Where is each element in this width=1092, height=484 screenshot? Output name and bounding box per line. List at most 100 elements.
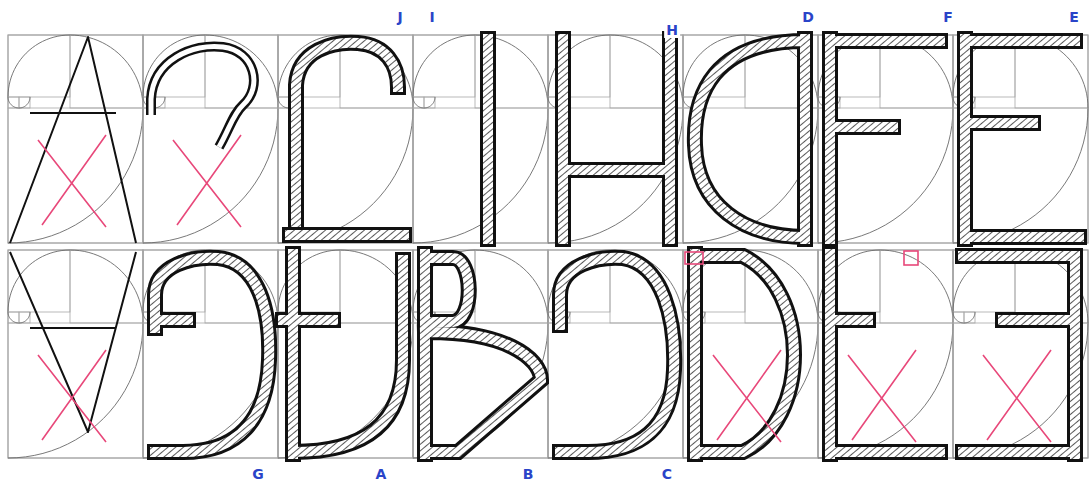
golden-square: [19, 312, 30, 323]
golden-square: [413, 97, 424, 108]
letter-label: E: [1067, 9, 1081, 25]
letter-outline: [480, 39, 496, 239]
letter-outline: [283, 254, 403, 454]
panel-frame: [278, 250, 413, 458]
panel-frame: [413, 250, 548, 458]
panel-frame: [683, 35, 818, 243]
panel-frame: [143, 250, 278, 458]
letter-label: A: [374, 466, 389, 482]
spiral-arc: [8, 35, 70, 97]
letter-hatching: [695, 254, 794, 454]
rejection-marks: [38, 135, 1051, 442]
golden-square: [953, 312, 964, 323]
letter-hatching: [563, 39, 670, 239]
golden-square: [475, 250, 548, 323]
spiral-arc: [413, 35, 475, 97]
letter-hatching: [483, 39, 493, 239]
spiral-arc: [8, 323, 143, 458]
panel-frame: [8, 35, 143, 243]
letter-outline: [965, 39, 1079, 239]
golden-square: [548, 323, 683, 458]
spiral-arc: [880, 250, 953, 323]
letter-hatching: [963, 256, 1075, 454]
red-cross: [848, 350, 916, 442]
letter-outline: [563, 39, 670, 239]
red-cross: [173, 135, 241, 227]
spiral-arc: [8, 312, 19, 323]
spiral-arc: [424, 97, 435, 108]
letter-label: F: [941, 9, 955, 25]
panel-frame: [143, 35, 278, 243]
spiral-arc: [8, 108, 143, 243]
letter-hatching: [830, 254, 940, 454]
panel-frame: [953, 35, 1088, 243]
red-box: [904, 251, 918, 265]
golden-square: [880, 250, 953, 323]
letter-outline: [560, 258, 674, 452]
spiral-arc: [19, 312, 30, 323]
letter-outline: [695, 254, 794, 454]
letter-hatching: [560, 258, 674, 452]
golden-square: [8, 97, 19, 108]
letter-outline: [290, 227, 404, 243]
spiral-arc: [964, 312, 975, 323]
letter-label: J: [395, 9, 404, 25]
golden-square: [964, 312, 975, 323]
spiral-arc: [548, 323, 683, 458]
golden-square: [278, 97, 289, 108]
panel-frame: [8, 250, 143, 458]
golden-square: [143, 108, 278, 243]
spiral-arc: [413, 97, 424, 108]
spiral-arc: [70, 35, 143, 108]
red-cross: [713, 350, 781, 442]
letter-inner: [151, 46, 254, 147]
panel-frame: [548, 250, 683, 458]
letter-outline: [695, 39, 805, 239]
panel-frame: [818, 250, 953, 458]
letter-line: [151, 46, 254, 147]
golden-square: [8, 323, 143, 458]
letter-outline: [155, 258, 269, 452]
golden-square: [8, 250, 70, 312]
panel-frame: [683, 250, 818, 458]
golden-square: [818, 323, 953, 458]
golden-square: [19, 97, 30, 108]
letter-hatching: [425, 254, 541, 454]
golden-square: [70, 35, 143, 108]
red-cross: [38, 350, 106, 442]
letter-hatching: [290, 230, 404, 240]
letter-hatching: [296, 43, 398, 231]
letter-line: [10, 37, 136, 243]
red-box: [685, 252, 703, 264]
letter-hatching: [695, 39, 805, 239]
panel-frame: [818, 35, 953, 243]
golden-square: [8, 312, 19, 323]
letter-label: C: [660, 466, 674, 482]
letter-outline: [296, 43, 398, 231]
letter-line: [10, 252, 136, 432]
letter-outline: [963, 256, 1075, 454]
letter-hatching: [155, 258, 269, 452]
letterforms: [10, 37, 1079, 454]
spiral-arc: [70, 250, 143, 323]
red-cross: [38, 135, 106, 227]
letter-label: B: [521, 466, 536, 482]
panel-frame: [953, 250, 1088, 458]
golden-square: [8, 108, 143, 243]
letter-outline: [830, 254, 940, 454]
spiral-arc: [818, 323, 953, 458]
golden-square: [8, 35, 70, 97]
letter-hatching: [830, 39, 940, 239]
spiral-arc: [143, 108, 278, 243]
spiral-arc: [8, 250, 70, 312]
letter-label: G: [250, 466, 266, 482]
panel-frame: [413, 35, 548, 243]
red-cross: [983, 350, 1051, 442]
golden-square: [413, 35, 475, 97]
golden-square: [70, 250, 143, 323]
letter-hatching: [283, 254, 403, 454]
spiral-arc: [8, 97, 19, 108]
spiral-arc: [278, 97, 289, 108]
